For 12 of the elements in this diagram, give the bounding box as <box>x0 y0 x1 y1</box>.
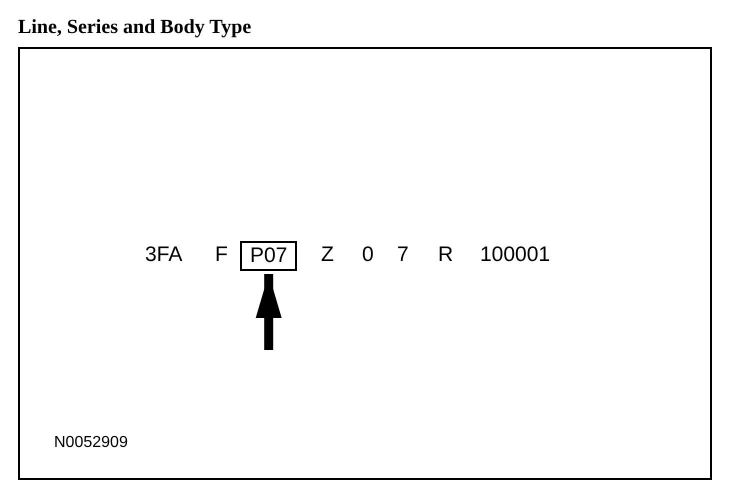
title: Line, Series and Body Type <box>18 16 252 39</box>
frame-border <box>18 47 712 480</box>
vin-character: Z <box>321 243 334 267</box>
vin-character: 3FA <box>145 243 182 267</box>
vin-character: F <box>215 243 228 267</box>
vin-character: R <box>438 243 454 267</box>
arrow <box>256 274 282 350</box>
reference-number: N0052909 <box>54 434 128 452</box>
vin-character: 100001 <box>480 243 550 267</box>
code-box: P07 <box>240 241 298 271</box>
vin-character: 0 <box>362 243 374 267</box>
vin-character: 7 <box>397 243 409 267</box>
